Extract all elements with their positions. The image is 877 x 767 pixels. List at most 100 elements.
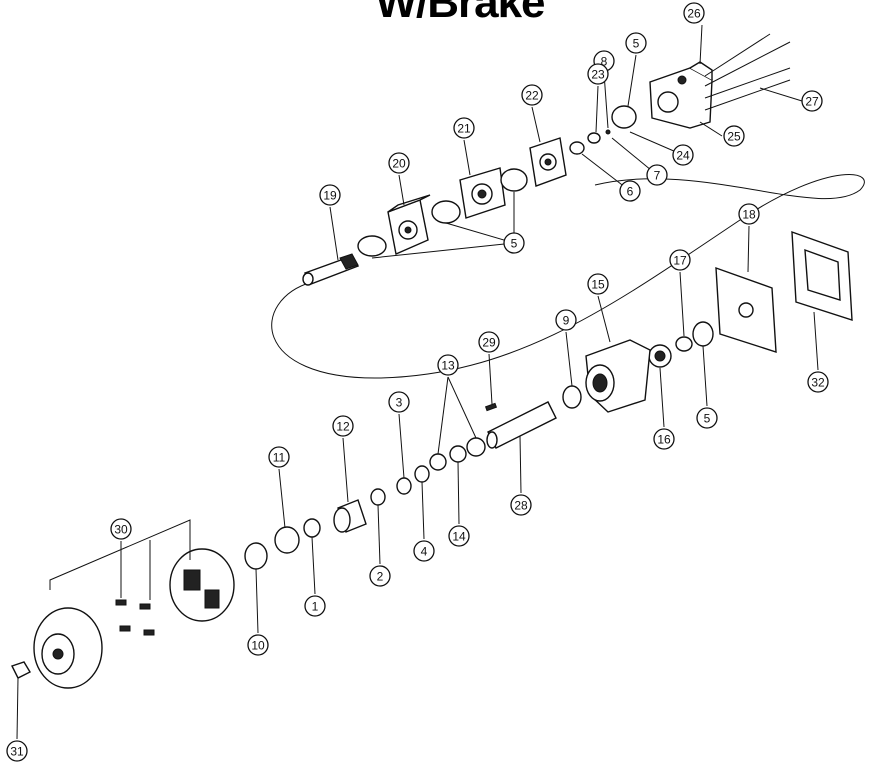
callout-5-3: 5 <box>696 407 718 429</box>
part-23 <box>587 132 601 144</box>
part-31-nut <box>11 661 31 679</box>
svg-text:5: 5 <box>704 412 711 426</box>
diagram-title: W/Brake <box>375 0 545 27</box>
part-21-rotor <box>459 167 506 219</box>
part-27-bolts <box>704 33 791 111</box>
svg-text:12: 12 <box>336 420 350 434</box>
svg-text:20: 20 <box>392 157 406 171</box>
o-ring-e <box>692 321 714 347</box>
o-ring-d <box>611 105 637 129</box>
callout-18: 18 <box>738 203 760 225</box>
svg-text:15: 15 <box>591 278 605 292</box>
callout-20: 20 <box>388 152 410 174</box>
callout-25: 25 <box>723 125 745 147</box>
callout-11: 11 <box>268 446 290 468</box>
callout-1: 1 <box>304 595 326 617</box>
callout-32: 32 <box>807 371 829 393</box>
svg-text:28: 28 <box>514 499 528 513</box>
svg-text:9: 9 <box>563 314 570 328</box>
o-ring-b <box>431 200 461 224</box>
callout-15: 15 <box>587 273 609 295</box>
part-12-bearing <box>333 499 367 533</box>
callout-5: 5 <box>625 32 647 54</box>
svg-text:30: 30 <box>114 523 128 537</box>
svg-text:6: 6 <box>627 185 634 199</box>
ring-1 <box>303 518 321 538</box>
callout-14: 14 <box>448 525 470 547</box>
motor-assembly <box>271 33 865 379</box>
callout-28: 28 <box>510 494 532 516</box>
callout-2: 2 <box>369 565 391 587</box>
part-8 <box>605 129 611 135</box>
callout-3: 3 <box>388 391 410 413</box>
part-30-bracket-line <box>49 519 191 600</box>
o-ring-9 <box>562 385 582 409</box>
svg-text:21: 21 <box>457 122 471 136</box>
svg-text:19: 19 <box>323 189 337 203</box>
callout-27: 27 <box>801 90 823 112</box>
washer-13b <box>429 453 447 471</box>
callout-23: 23 <box>587 63 609 85</box>
part-28-shaft <box>486 401 557 449</box>
callout-21: 21 <box>453 117 475 139</box>
svg-text:11: 11 <box>273 451 286 465</box>
callout-22: 22 <box>521 84 543 106</box>
callout-19: 19 <box>319 184 341 206</box>
svg-text:26: 26 <box>687 7 701 21</box>
callout-10: 10 <box>247 634 269 656</box>
ring-11 <box>274 526 300 554</box>
svg-text:18: 18 <box>742 208 756 222</box>
callout-6: 6 <box>619 180 641 202</box>
washer-14 <box>449 445 467 463</box>
callout-31: 31 <box>6 740 28 762</box>
svg-text:10: 10 <box>251 639 265 653</box>
ring-3 <box>396 477 412 495</box>
ring-10 <box>244 542 268 570</box>
svg-text:3: 3 <box>396 396 403 410</box>
svg-text:14: 14 <box>452 530 466 544</box>
brake-drum <box>33 607 103 689</box>
part-20-plate <box>387 194 431 255</box>
callout-balloons: 1234555678910111213141516171819202122232… <box>6 2 829 762</box>
brake-backing-plate <box>169 548 235 622</box>
svg-text:1: 1 <box>312 600 319 614</box>
svg-text:25: 25 <box>727 130 741 144</box>
o-ring-c <box>500 168 528 192</box>
svg-text:8: 8 <box>601 55 608 69</box>
ring-4 <box>414 465 430 483</box>
o-ring-a <box>357 235 387 257</box>
svg-text:17: 17 <box>673 254 687 268</box>
assembly-loop-line <box>271 174 865 379</box>
svg-text:5: 5 <box>511 237 518 251</box>
svg-text:4: 4 <box>421 545 428 559</box>
washer-13a <box>466 437 486 457</box>
svg-text:29: 29 <box>482 336 496 350</box>
part-25-housing <box>649 61 713 129</box>
ring-6 <box>569 141 585 155</box>
part-16-bearing <box>648 344 672 368</box>
part-22-plate <box>529 137 567 187</box>
callout-26: 26 <box>683 2 705 24</box>
svg-text:5: 5 <box>633 37 640 51</box>
part-29-key <box>484 402 498 412</box>
svg-text:27: 27 <box>805 95 819 109</box>
svg-text:7: 7 <box>654 169 661 183</box>
part-32-bracket <box>791 230 853 321</box>
callout-9: 9 <box>555 309 577 331</box>
svg-text:23: 23 <box>591 68 605 82</box>
svg-text:13: 13 <box>441 359 455 373</box>
callout-24: 24 <box>672 144 694 166</box>
part-15-housing <box>585 339 651 413</box>
callout-7: 7 <box>646 164 668 186</box>
part-18-flange <box>715 266 777 353</box>
svg-text:22: 22 <box>525 89 539 103</box>
callout-13: 13 <box>437 354 459 376</box>
callout-16: 16 <box>653 428 675 450</box>
callout-30: 30 <box>110 518 132 540</box>
part-30-bolts <box>115 599 155 636</box>
leader-lines <box>16 24 819 740</box>
callout-29: 29 <box>478 331 500 353</box>
svg-text:2: 2 <box>377 570 384 584</box>
svg-text:24: 24 <box>676 149 690 163</box>
